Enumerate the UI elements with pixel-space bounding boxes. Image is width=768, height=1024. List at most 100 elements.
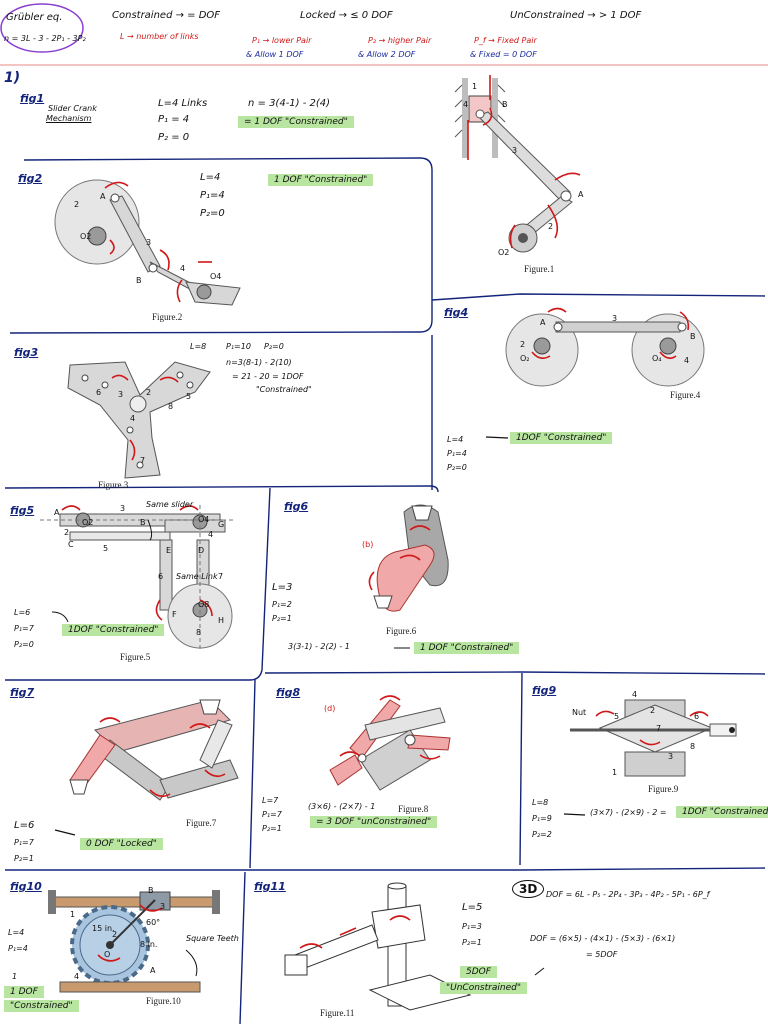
fig10-links: L=4 [8, 928, 25, 937]
fig10-caption: Figure.10 [146, 996, 181, 1006]
fig5-link-7: 7 [218, 572, 224, 581]
fig7-result: 0 DOF "Locked" [80, 838, 163, 850]
fig10-angle: 60° [146, 918, 161, 927]
fig5-caption: Figure.5 [120, 652, 151, 662]
fig11-3d-calc1: DOF = (6×5) - (4×1) - (5×3) - (6×1) [530, 934, 676, 943]
fig5-p1: P₁=7 [14, 624, 34, 633]
fig5-result: 1DOF "Constrained" [62, 624, 165, 636]
section-number: 1) [4, 70, 21, 86]
fig10-result-index: 1 [12, 972, 18, 981]
fig5-point-a: A [54, 508, 60, 517]
fig7-tag: fig7 [10, 686, 35, 699]
fig5-point-g: G [218, 520, 225, 529]
fig2-link-2: 2 [74, 200, 80, 209]
fig1-result: = 1 DOF "Constrained" [238, 116, 354, 128]
fig4-drawing [485, 307, 705, 439]
fig10-link-1: 1 [70, 910, 76, 919]
fig3-link-7: 7 [140, 456, 146, 465]
fig3-link-5: 5 [186, 392, 192, 401]
fig5-drawing [40, 505, 235, 650]
fig10-point-b: B [148, 886, 154, 895]
gruebler-ellipse [0, 3, 84, 53]
fig9-link-4: 4 [632, 690, 638, 699]
fig4-result: 1DOF "Constrained" [510, 432, 613, 444]
fig2-point-b: B [136, 276, 142, 285]
fig5-point-o8: O8 [198, 600, 210, 609]
fig4-link-2: 2 [520, 340, 526, 349]
fig1-link-4: 4 [463, 100, 469, 109]
legend-higher-pair-allow: & Allow 2 DOF [358, 50, 416, 59]
fig9-link-8: 8 [690, 742, 696, 751]
fig5-point-c: C [68, 540, 74, 549]
fig7-caption: Figure.7 [186, 818, 217, 828]
gruebler-formula: n = 3L - 3 - 2P₁ - 3P₂ [4, 34, 86, 43]
fig4-p1: P₁=4 [447, 449, 467, 458]
fig1-links: L=4 Links [158, 98, 208, 109]
fig10-link-2: 2 [112, 930, 118, 939]
fig11-tag: fig11 [254, 880, 286, 893]
fig3-result: "Constrained" [256, 385, 312, 394]
fig4-p2: P₂=0 [447, 463, 467, 472]
fig1-link-3: 3 [512, 146, 518, 155]
fig9-tag: fig9 [532, 684, 557, 697]
fig1-p2: P₂ = 0 [158, 132, 190, 143]
legend-lower-pair: P₁ → lower Pair [252, 36, 312, 45]
fig8-links: L=7 [262, 796, 279, 805]
fig6-caption: Figure.6 [386, 626, 417, 636]
fig9-link-3: 3 [668, 752, 674, 761]
fig1-point-b: B [502, 100, 508, 109]
fig5-link-8: 8 [196, 628, 202, 637]
fig3-calc2: = 21 - 20 = 1DOF [232, 372, 304, 381]
unconstrained-definition: UnConstrained → > 1 DOF [510, 10, 642, 21]
fig1-drawing [454, 75, 581, 253]
fig5-link-4: 4 [208, 530, 214, 539]
fig5-point-o4: O4 [198, 515, 210, 524]
fig1-calc: n = 3(4-1) - 2(4) [248, 98, 331, 109]
fig6-links: L=3 [272, 582, 293, 593]
fig9-p1: P₁=9 [532, 814, 552, 823]
fig5-point-d: D [198, 546, 205, 555]
fig4-point-o2: O₂ [520, 354, 530, 363]
fig11-3d-calc2: = 5DOF [586, 950, 618, 959]
fig3-link-3: 3 [118, 390, 124, 399]
fig1-link-1: 1 [472, 82, 478, 91]
fig3-caption: Figure.3 [98, 480, 129, 490]
fig8-p2: P₂=1 [262, 824, 282, 833]
fig9-p2: P₂=2 [532, 830, 552, 839]
fig4-link-4: 4 [684, 356, 690, 365]
fig8-tag: fig8 [276, 686, 301, 699]
fig11-caption: Figure.11 [320, 1008, 355, 1018]
fig2-point-o4: O4 [210, 272, 222, 281]
fig9-links: L=8 [532, 798, 549, 807]
fig3-p1: P₁=10 [226, 342, 251, 351]
fig6-result: 1 DOF "Constrained" [414, 642, 520, 654]
fig5-link-5: 5 [103, 544, 109, 553]
fig1-point-o2: O2 [498, 248, 510, 257]
fig4-link-3: 3 [612, 314, 618, 323]
fig3-links: L=8 [190, 342, 207, 351]
fig9-result: 1DOF "Constrained" [676, 806, 768, 818]
fig10-link-3: 3 [160, 902, 166, 911]
fig11-result-label: "UnConstrained" [440, 982, 527, 994]
constrained-definition: Constrained → = DOF [112, 10, 221, 21]
fig2-p2: P₂=0 [200, 208, 225, 219]
fig9-nut-label: Nut [572, 708, 587, 717]
fig2-link-4: 4 [180, 264, 186, 273]
fig8-calc: (3×6) - (2×7) - 1 [308, 802, 376, 811]
fig4-point-o4: O₄ [652, 354, 662, 363]
fig1-tag: fig1 [20, 92, 45, 105]
fig7-p1: P₁=7 [14, 838, 34, 847]
fig8-result: = 3 DOF "unConstrained" [310, 816, 438, 828]
legend-fixed-pair-note: & Fixed = 0 DOF [470, 50, 537, 59]
fig2-point-o2: O2 [80, 232, 92, 241]
fig9-link-6: 6 [694, 712, 700, 721]
fig10-tag: fig10 [10, 880, 42, 893]
fig7-drawing [54, 699, 239, 836]
fig7-p2: P₂=1 [14, 854, 34, 863]
fig11-3d-formula: DOF = 6L - P₅ - 2P₄ - 3P₃ - 4P₂ - 5P₁ - … [546, 890, 710, 899]
fig5-link-2: 2 [64, 528, 70, 537]
fig1-link-2: 2 [548, 222, 554, 231]
fig5-p2: P₂=0 [14, 640, 34, 649]
fig8-caption: Figure.8 [398, 804, 429, 814]
